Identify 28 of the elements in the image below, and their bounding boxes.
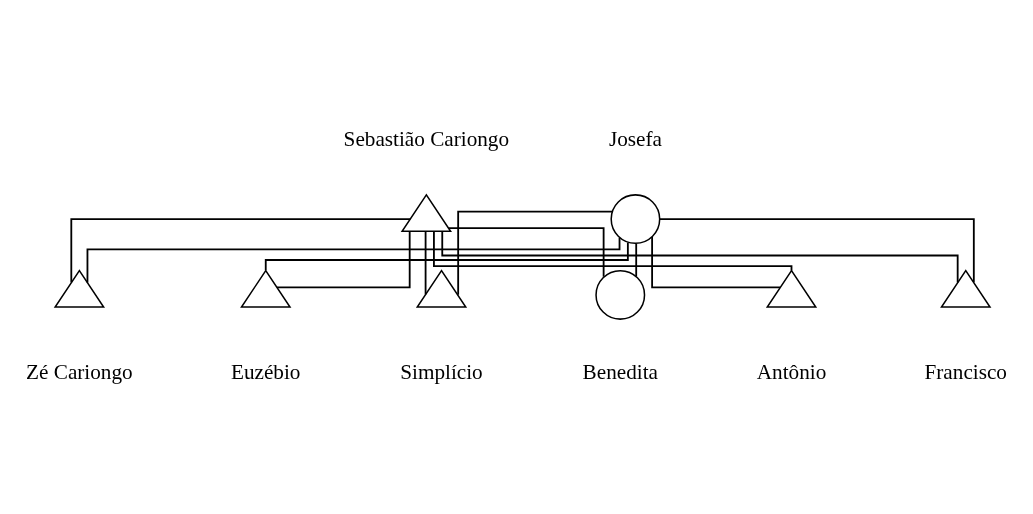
node-triangle — [240, 269, 292, 308]
connector — [635, 242, 638, 278]
connector — [651, 236, 781, 289]
node-triangle — [765, 269, 818, 308]
connector — [264, 241, 629, 272]
node-label: Sebastião Cariongo — [343, 126, 510, 151]
node-label: Simplício — [400, 360, 483, 385]
connector — [70, 218, 412, 284]
node-triangle — [940, 269, 992, 308]
connector — [86, 236, 621, 284]
node-triangle — [415, 269, 468, 308]
node-circle — [610, 194, 661, 245]
node-label: Antônio — [756, 360, 827, 385]
node-triangle — [400, 193, 452, 232]
node-label: Euzébio — [231, 360, 301, 385]
connector — [433, 230, 793, 272]
node-label: Francisco — [924, 360, 1007, 385]
connector — [441, 230, 959, 284]
connector — [658, 218, 975, 284]
node-label: Zé Cariongo — [26, 360, 133, 385]
node-triangle — [53, 269, 106, 308]
connector — [457, 210, 614, 296]
connector — [424, 230, 427, 296]
node-circle — [595, 269, 646, 320]
connector — [447, 227, 605, 278]
connector — [276, 230, 411, 289]
node-label: Benedita — [582, 360, 658, 385]
node-label: Josefa — [608, 126, 662, 151]
